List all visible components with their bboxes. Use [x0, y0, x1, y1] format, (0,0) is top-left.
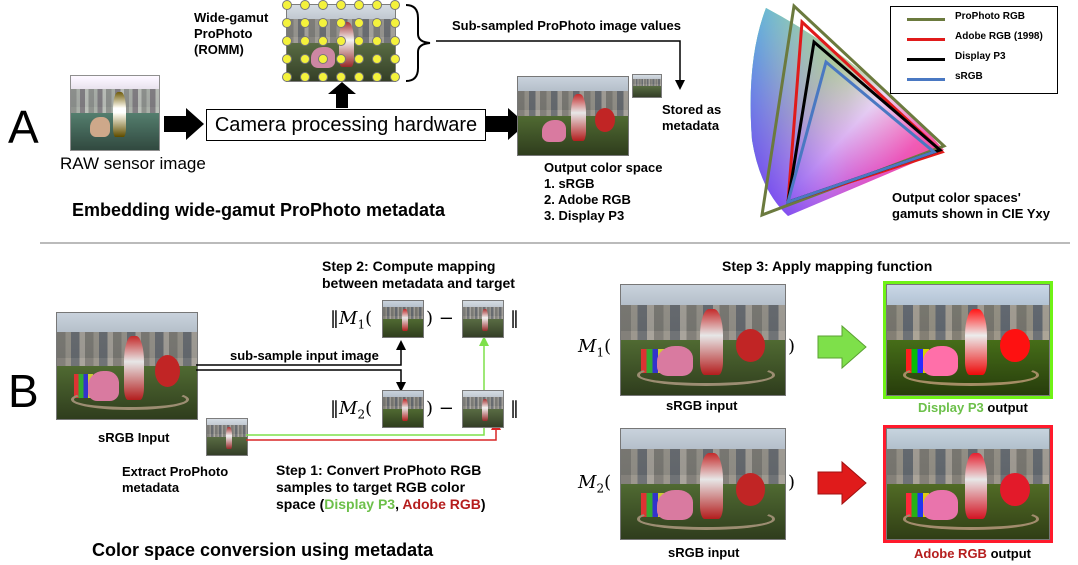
srgb-input-caption: sRGB Input	[98, 430, 170, 445]
sample-dot	[300, 0, 310, 10]
m1-srgb-input-caption: sRGB input	[666, 398, 738, 413]
sample-dot	[318, 36, 328, 46]
sample-dot	[390, 36, 400, 46]
sample-dot	[282, 72, 292, 82]
raw-caption: RAW sensor image	[60, 154, 206, 173]
sample-dot	[354, 18, 364, 28]
sample-dot	[318, 18, 328, 28]
adobe-rgb-output-image	[883, 425, 1053, 543]
extract-label: Extract ProPhoto metadata	[122, 464, 229, 495]
subsampled-label: Sub-sampled ProPhoto image values	[452, 18, 681, 33]
m2-input-thumb	[382, 390, 424, 428]
sample-dot	[336, 72, 346, 82]
sample-dot	[282, 36, 292, 46]
subsample-label: sub-sample input image	[230, 348, 379, 363]
step2-label: Step 2: Compute mapping between metadata…	[322, 258, 515, 291]
sample-dot	[372, 0, 382, 10]
section-a-heading: Embedding wide-gamut ProPhoto metadata	[72, 200, 446, 220]
sample-dot	[372, 54, 382, 64]
legend-item: ProPhoto RGB	[891, 9, 1057, 29]
sample-dot	[354, 72, 364, 82]
adobe-rgb-output-caption: Adobe RGB output	[914, 546, 1031, 561]
legend-swatch	[907, 38, 945, 41]
sample-dot	[390, 72, 400, 82]
sample-dot	[300, 72, 310, 82]
sample-dot	[300, 18, 310, 28]
display-p3-output-caption: Display P3 output	[918, 400, 1028, 415]
m1-norm-close: ‖	[510, 308, 519, 329]
legend-item: Adobe RGB (1998)	[891, 29, 1057, 49]
m2-srgb-input-caption: sRGB input	[668, 545, 740, 560]
hardware-to-output-arrow	[486, 108, 526, 140]
m2-srgb-input-image	[620, 428, 786, 540]
m2-apply-close: )	[788, 472, 796, 493]
srgb-input-image	[56, 312, 198, 420]
section-b-letter: B	[8, 365, 39, 417]
red-arrow	[817, 460, 867, 506]
green-arrow	[817, 324, 867, 370]
sample-dot	[336, 36, 346, 46]
m1-apply-label: M1(	[578, 336, 612, 360]
m2-norm-expression: ‖M2(	[330, 398, 373, 422]
sample-dot	[372, 36, 382, 46]
raw-sensor-image	[70, 75, 160, 151]
legend-swatch	[907, 18, 945, 21]
sample-dot	[354, 36, 364, 46]
step3-label: Step 3: Apply mapping function	[722, 258, 933, 274]
raw-to-hardware-arrow	[164, 108, 204, 140]
legend-item: Display P3	[891, 49, 1057, 69]
sample-dot	[390, 18, 400, 28]
m1-srgb-input-image	[620, 284, 786, 396]
m2-minus: ) −	[426, 398, 454, 419]
m1-target-thumb	[462, 300, 504, 338]
sample-dot	[372, 72, 382, 82]
stored-label: Stored as metadata	[662, 102, 722, 133]
cie-gamut-diagram	[750, 2, 947, 218]
legend-swatch	[907, 78, 945, 81]
sample-dot	[354, 54, 364, 64]
step1-label: Step 1: Convert ProPhoto RGB samples to …	[276, 462, 486, 512]
sample-dot	[282, 18, 292, 28]
m1-minus: ) −	[426, 308, 454, 329]
sample-dot	[336, 0, 346, 10]
m2-apply-label: M2(	[578, 472, 612, 496]
sample-dot	[300, 54, 310, 64]
m2-target-thumb	[462, 390, 504, 428]
legend-swatch	[907, 58, 945, 61]
m1-norm-expression: ‖M1(	[330, 308, 373, 332]
sample-dot	[354, 0, 364, 10]
prophoto-label: Wide-gamut ProPhoto (ROMM)	[194, 10, 269, 57]
flow-lines	[196, 336, 501, 441]
output-image	[517, 76, 629, 156]
sample-dot	[282, 0, 292, 10]
section-divider	[40, 242, 1070, 244]
legend-item: sRGB	[891, 69, 1057, 89]
sample-dot	[372, 18, 382, 28]
gamut-legend: ProPhoto RGB Adobe RGB (1998) Display P3…	[890, 6, 1058, 94]
sample-dot	[318, 72, 328, 82]
sample-dot	[318, 0, 328, 10]
m1-apply-close: )	[788, 336, 796, 357]
m1-input-thumb	[382, 300, 424, 338]
section-b-heading: Color space conversion using metadata	[92, 540, 434, 560]
section-a-letter: A	[8, 101, 39, 153]
display-p3-output-image	[883, 281, 1053, 399]
sample-dot	[336, 18, 346, 28]
sample-dot	[390, 0, 400, 10]
sample-dot	[336, 54, 346, 64]
sample-dot	[282, 54, 292, 64]
m2-norm-close: ‖	[510, 398, 519, 419]
output-color-space-list: Output color space 1. sRGB 2. Adobe RGB …	[544, 160, 663, 223]
brace-shape	[405, 4, 431, 82]
stored-metadata-thumbnail	[632, 74, 662, 98]
camera-hardware-box: Camera processing hardware	[206, 109, 486, 141]
up-arrow	[328, 82, 356, 108]
metadata-path-arrow	[436, 40, 685, 90]
gamut-caption: Output color spaces' gamuts shown in CIE…	[892, 190, 1050, 221]
extracted-metadata-thumbnail	[206, 418, 248, 456]
sample-dot	[300, 36, 310, 46]
sample-dot	[318, 54, 328, 64]
sample-dot	[390, 54, 400, 64]
